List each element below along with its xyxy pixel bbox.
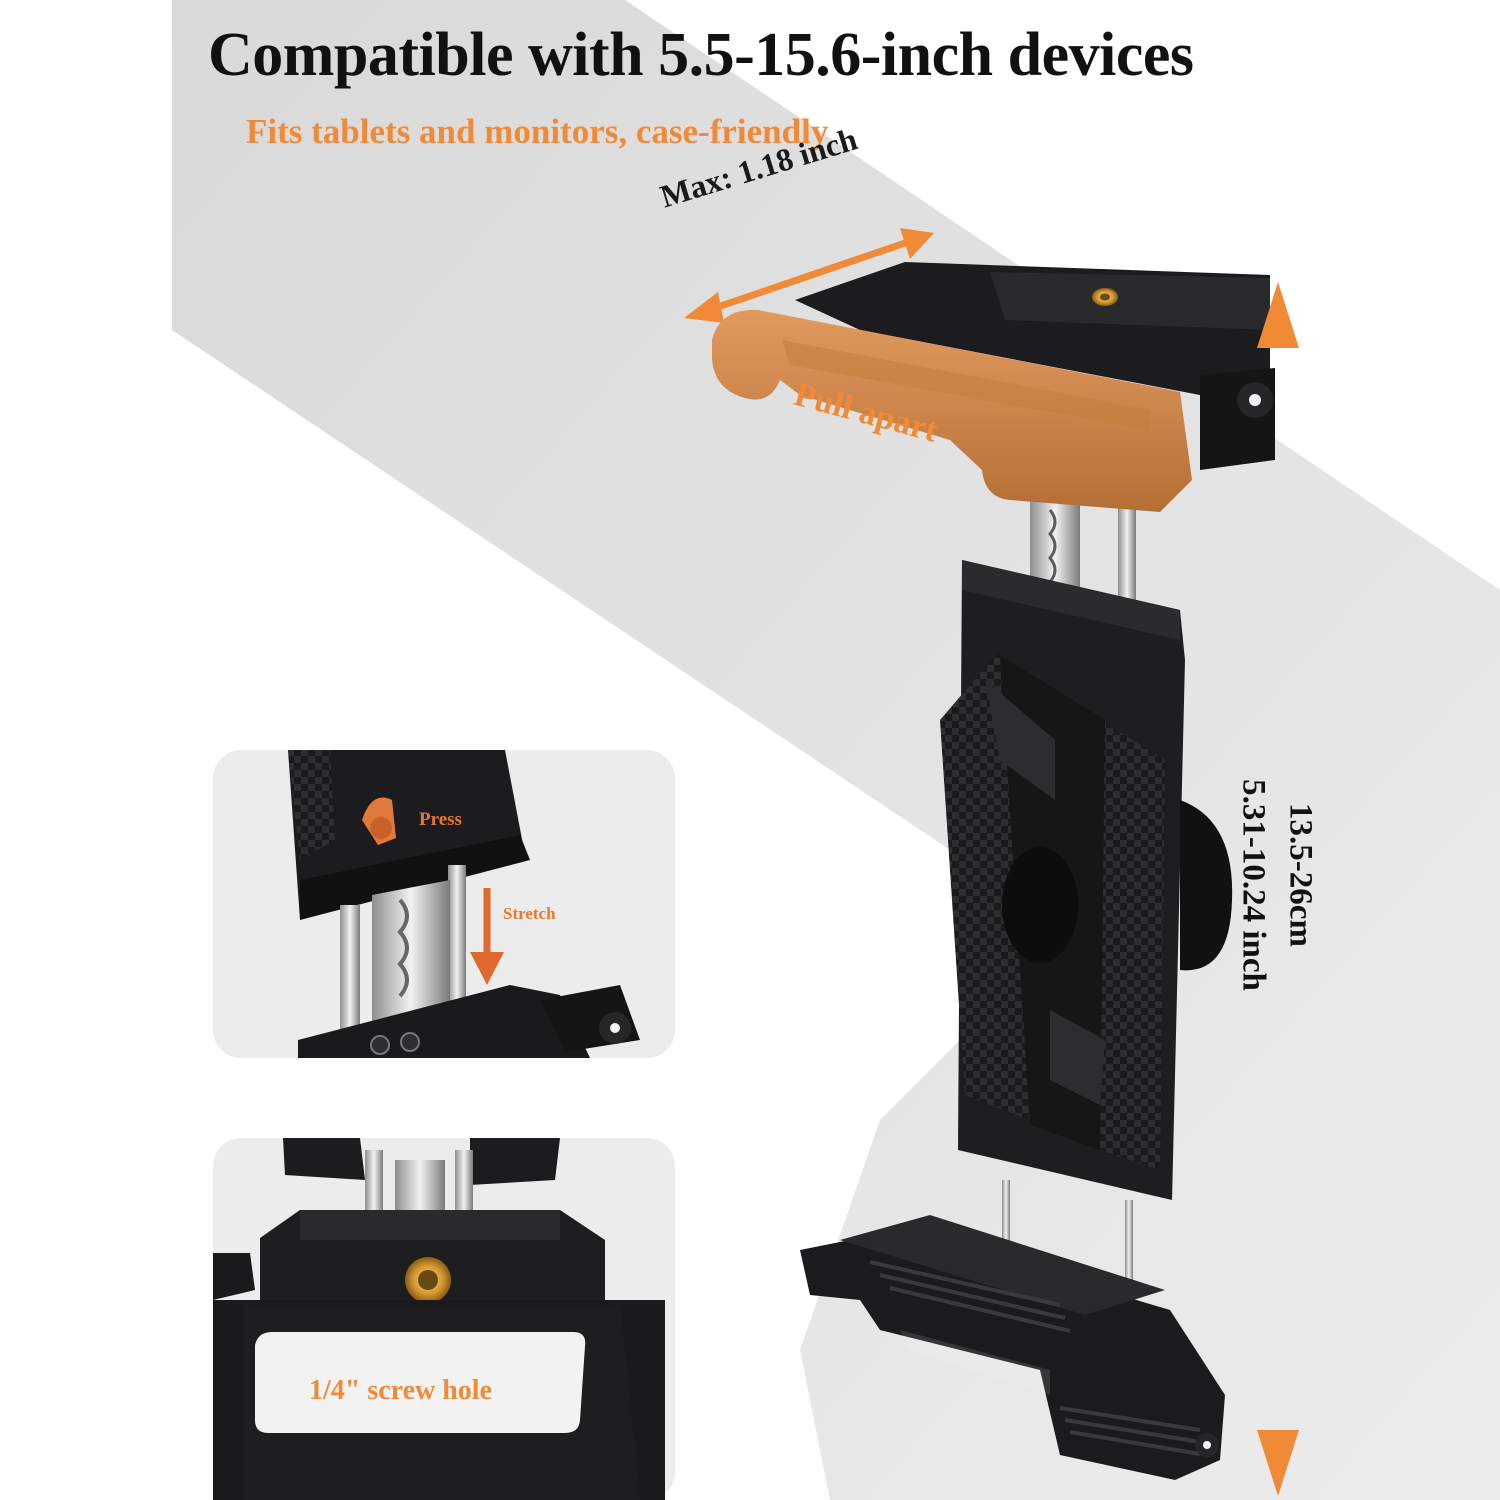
stretch-label: Stretch	[503, 904, 556, 923]
height-range-arrow	[1257, 282, 1299, 1496]
screw-hole-label: 1/4" screw hole	[309, 1375, 492, 1406]
inset-screw-hole	[213, 1138, 675, 1500]
inset-press-stretch	[213, 750, 675, 1058]
range-metric-label: 13.5-26cm	[1282, 803, 1319, 947]
clamp-depth-arrow	[684, 228, 934, 323]
press-label: Press	[419, 809, 462, 830]
range-imperial-label: 5.31-10.24 inch	[1235, 779, 1272, 991]
tablet-holder	[712, 262, 1275, 1480]
page-subheadline: Fits tablets and monitors, case-friendly	[246, 112, 829, 151]
page-headline: Compatible with 5.5-15.6-inch devices	[208, 21, 1194, 89]
